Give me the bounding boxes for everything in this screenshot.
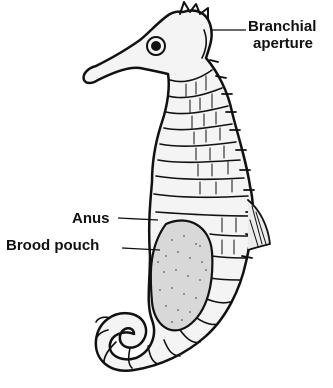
label-brood-pouch: Brood pouch [6,237,99,254]
seahorse-illustration [84,2,270,371]
label-branchial-line2: aperture [253,35,313,52]
label-branchial-line1: Branchial [248,18,316,35]
label-anus: Anus [72,210,110,227]
eye [151,41,161,51]
